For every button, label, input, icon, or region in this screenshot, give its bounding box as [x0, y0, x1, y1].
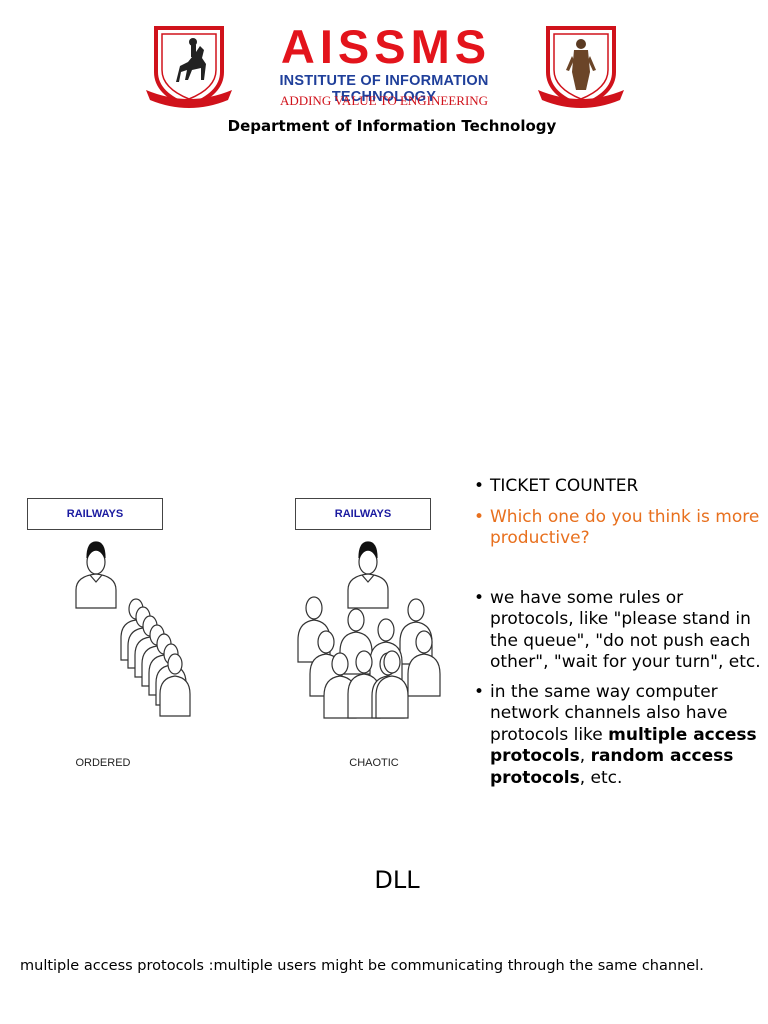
- term-multiple-access: multiple access protocols: [490, 724, 757, 767]
- bullet-ticket-counter: • TICKET COUNTER: [474, 476, 639, 496]
- crowd-person: [407, 630, 441, 697]
- chaotic-crowd-figure: [297, 541, 441, 719]
- logo-subtitle: INSTITUTE OF INFORMATION TECHNOLOGY: [279, 73, 489, 105]
- logo-tagline: ADDING VALUE TO ENGINEERING: [279, 93, 489, 108]
- slide-label: DLL: [374, 866, 420, 894]
- bullet-dot-icon: •: [474, 681, 485, 702]
- logo-title: AISSMS: [280, 20, 492, 73]
- crowd-person: [375, 650, 409, 719]
- ordered-queue-figure: [75, 541, 191, 717]
- term-random-access: random access protocols: [490, 746, 734, 788]
- horse-rider-statue-emblem-icon: [146, 26, 232, 109]
- bullet-dot-icon: •: [474, 476, 485, 496]
- ordered-caption: ORDERED: [75, 757, 131, 769]
- ticket-clerk-person: [75, 541, 117, 609]
- ticket-clerk-person: [347, 541, 389, 609]
- department-title: Department of Information Technology: [227, 117, 557, 135]
- railways-sign: RAILWAYS: [295, 498, 431, 530]
- bullet-rules: • we have some rules or protocols, like …: [474, 587, 761, 673]
- bullet-dot-icon: •: [474, 506, 485, 527]
- bullet-protocols: • in the same way computer network chann…: [474, 681, 757, 788]
- railways-sign: RAILWAYS: [27, 498, 163, 530]
- bullet-question: • Which one do you think is more product…: [474, 506, 760, 549]
- bullet-dot-icon: •: [474, 587, 485, 608]
- queue-person: [159, 653, 191, 717]
- bullet-list: • TICKET COUNTER • Which one do you thin…: [474, 476, 768, 789]
- chaotic-caption: CHAOTIC: [349, 757, 399, 769]
- footnote: multiple access protocols :multiple user…: [20, 958, 704, 974]
- standing-statue-emblem-icon: [538, 26, 624, 109]
